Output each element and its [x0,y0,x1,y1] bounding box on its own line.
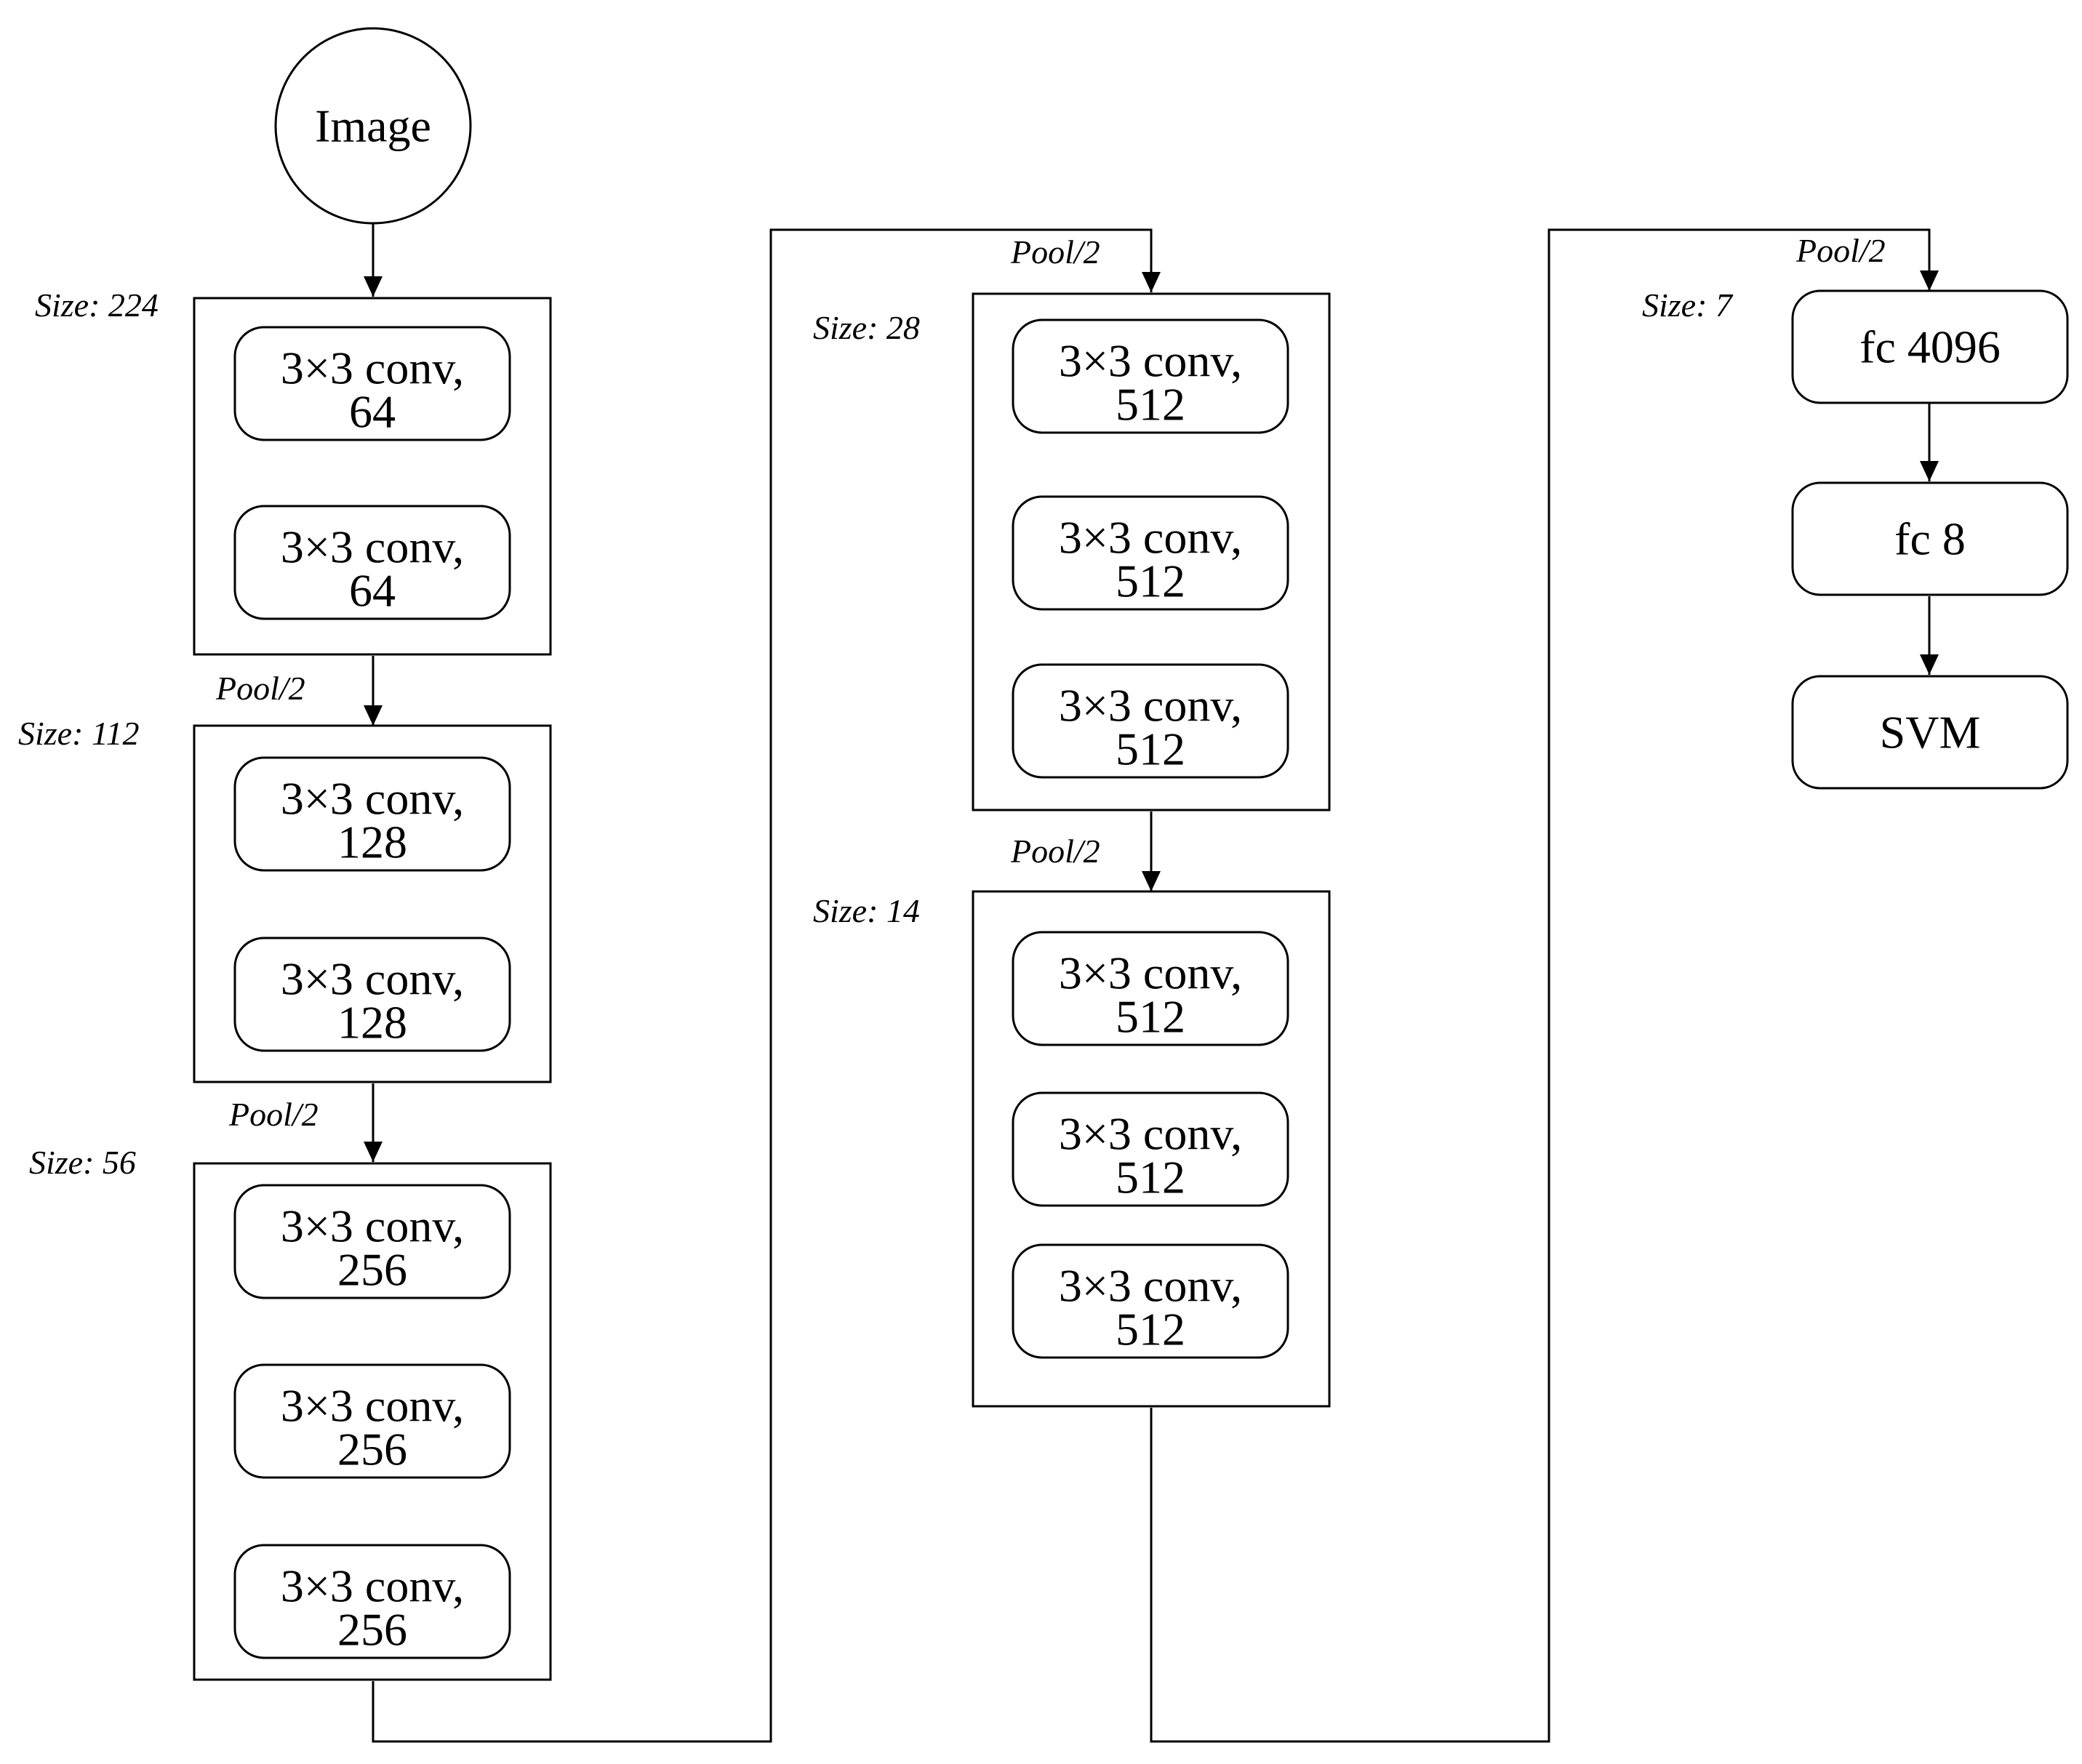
pool-label: Pool/2 [1010,233,1100,270]
layer-line2: 64 [349,386,396,438]
conv-layer: 3×3 conv, 512 [1012,1091,1289,1207]
conv-layer: 3×3 conv, 256 [233,1363,511,1479]
size-label: Size: 224 [35,286,159,324]
layer-line2: 512 [1116,379,1185,430]
layer-line2: 512 [1116,556,1185,607]
layer-line1: 3×3 conv, [281,953,464,1005]
layer-line2: 128 [337,997,407,1049]
layer-box [1791,289,2069,404]
size-label: Size: 14 [813,892,920,929]
layer-line2: 512 [1116,991,1185,1043]
layer-line2: 128 [337,817,407,868]
size-label: Size: 7 [1642,286,1734,324]
layer-line1: 3×3 conv, [1059,680,1242,731]
layer-line2: 512 [1116,723,1185,775]
layer-line1: 3×3 conv, [281,342,464,394]
input-node: Image [274,27,472,225]
layer-line2: 64 [349,565,396,617]
layer-box [1012,495,1289,611]
size-label: Size: 28 [813,309,920,346]
arrowhead [1142,871,1161,891]
layer-box [233,505,511,620]
layer-line1: 3×3 conv, [1059,947,1242,999]
layer-box [1012,1091,1289,1207]
pool-label: Pool/2 [1010,833,1100,870]
layer-box [1012,318,1289,434]
arrowhead [1920,270,1939,291]
layer-box [1012,1243,1289,1359]
layer-line2: 256 [337,1424,407,1475]
layer-box [233,756,511,872]
conv-block-1: Size: 224 3×3 conv, 64 3×3 conv, 64 [35,286,552,656]
conv-layer: 3×3 conv, 64 [233,326,511,441]
layer-line1: 3×3 conv, [281,521,464,573]
conv-layer: 3×3 conv, 64 [233,505,511,620]
fc-layer: fc 8 [1791,481,2069,596]
connectors [364,223,1939,1743]
input-label: Image [315,100,431,152]
layer-box [1791,675,2069,790]
conv-block-5: Pool/2 Size: 14 3×3 conv, 512 3×3 conv, … [813,833,1331,1408]
conv-layer: 3×3 conv, 512 [1012,1243,1289,1359]
layer-label: fc 8 [1894,513,1966,565]
pool-label: Pool/2 [215,670,305,707]
conv-block-3: Pool/2 Size: 56 3×3 conv, 256 3×3 conv, … [29,1096,552,1681]
layer-line2: 256 [337,1244,407,1296]
svm-layer: SVM [1791,675,2069,790]
conv-layer: 3×3 conv, 512 [1012,318,1289,434]
layer-line2: 512 [1116,1152,1185,1203]
pool-label: Pool/2 [228,1096,319,1133]
layer-line1: 3×3 conv, [1059,335,1242,387]
size-label: Size: 56 [29,1144,136,1181]
input-circle [274,27,472,225]
layer-line2: 512 [1116,1304,1185,1355]
layer-box [1012,663,1289,779]
layer-line1: 3×3 conv, [1059,1108,1242,1160]
conv-layer: 3×3 conv, 256 [233,1544,511,1659]
layer-line1: 3×3 conv, [1059,1260,1242,1312]
layer-box [1791,481,2069,596]
arrowhead [364,705,383,726]
layer-box [233,937,511,1052]
conv-layer: 3×3 conv, 512 [1012,663,1289,779]
layer-box [233,1363,511,1479]
layer-line1: 3×3 conv, [1059,512,1242,564]
arrowhead [1920,461,1939,481]
arrowhead [364,1142,383,1162]
layer-box [233,1184,511,1299]
conv-layer: 3×3 conv, 512 [1012,495,1289,611]
layer-line2: 256 [337,1604,407,1656]
layer-box [233,326,511,441]
conv-layer: 3×3 conv, 256 [233,1184,511,1299]
layer-line1: 3×3 conv, [281,773,464,825]
size-label: Size: 112 [18,715,140,752]
classifier-head: Pool/2 Size: 7 fc 4096 fc 8 SVM [1642,232,2069,790]
conv-block-4: Pool/2 Size: 28 3×3 conv, 512 3×3 conv, … [813,233,1331,811]
layer-label: fc 4096 [1859,321,2001,373]
fc-layer: fc 4096 [1791,289,2069,404]
layer-line1: 3×3 conv, [281,1200,464,1252]
conv-layer: 3×3 conv, 128 [233,937,511,1052]
arrowhead [1142,272,1161,292]
layer-box [1012,931,1289,1046]
connector-block3-to-block4 [372,228,1153,1743]
conv-layer: 3×3 conv, 512 [1012,931,1289,1046]
conv-layer: 3×3 conv, 128 [233,756,511,872]
conv-block-2: Pool/2 Size: 112 3×3 conv, 128 3×3 conv,… [18,670,552,1083]
layer-line1: 3×3 conv, [281,1380,464,1432]
connector-block5-to-head [1150,228,1931,1743]
arrowhead [1920,654,1939,675]
layer-box [233,1544,511,1659]
arrowhead [364,276,383,297]
layer-label: SVM [1880,707,1981,758]
pool-label: Pool/2 [1795,232,1886,269]
layer-line1: 3×3 conv, [281,1560,464,1612]
